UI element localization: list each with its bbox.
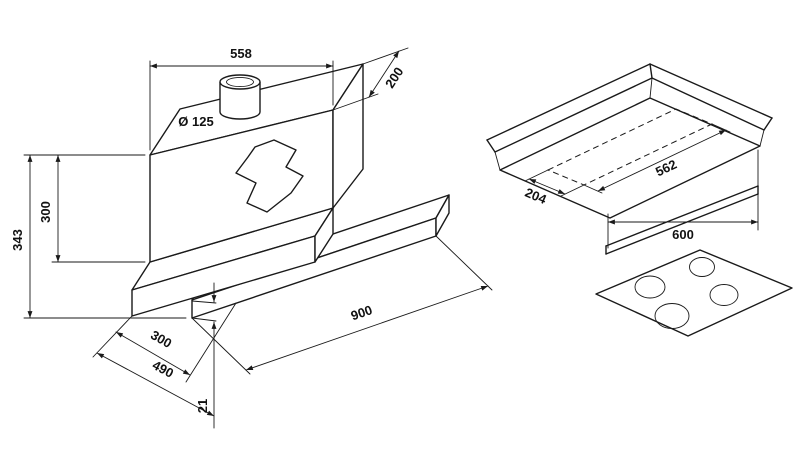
dim-line-900 (245, 285, 489, 371)
wall-to-floor-right (759, 129, 765, 147)
body-right-face (332, 63, 364, 209)
cutout-dashed-rect (546, 108, 714, 186)
wall-end-cap-left (486, 139, 496, 153)
dim-line-200 (368, 50, 400, 98)
ext-line (191, 317, 251, 375)
cooktop (595, 249, 793, 337)
ext-line (92, 315, 133, 358)
wall-to-floor-left (494, 151, 501, 171)
dim-label-cabinet-width: 600 (672, 227, 694, 242)
dim-label-cutout-width: 562 (653, 156, 679, 179)
ext-line (362, 47, 409, 65)
wall-end-cap-right (763, 117, 773, 131)
ext-line (191, 317, 217, 322)
shelf-top-line (605, 185, 759, 247)
housing-right-end-face (314, 207, 334, 263)
visor-right-end-face (435, 194, 450, 237)
cabinet-floor (499, 97, 761, 219)
hood-isometric-view: 558 200 Ø 125 300 343 300 490 (10, 46, 493, 429)
cooktop-outline (595, 249, 793, 337)
ext-line (560, 184, 585, 197)
burner-front-left (654, 303, 690, 329)
dim-label-cutout-depth: 204 (523, 185, 550, 208)
cabinet-front-edge (605, 185, 759, 255)
dim-label-housing-depth: 300 (148, 327, 174, 351)
dim-label-body-height: 300 (38, 201, 53, 223)
shelf-bottom-line (605, 193, 759, 255)
ext-line (711, 123, 731, 133)
burner-back-left (634, 275, 666, 299)
duct-inner-rim (226, 76, 254, 88)
cabinet-isometric-view: 562 204 600 (486, 63, 793, 337)
hood-dimensions: 558 200 Ø 125 300 343 300 490 (10, 46, 493, 429)
wall-to-floor-back (649, 77, 653, 99)
ext-line (191, 300, 217, 304)
cabinet-walls (486, 63, 773, 171)
dim-label-visor-thickness: 21 (195, 399, 210, 413)
exhaust-duct (219, 74, 261, 120)
filter-cutout (235, 139, 304, 213)
burner-back-right (689, 257, 715, 277)
dim-label-558: 558 (230, 46, 252, 61)
burner-front-right (709, 284, 739, 306)
duct-cylinder (219, 82, 261, 120)
wall-outer-rim (486, 63, 773, 141)
dim-line-562 (597, 129, 727, 192)
dim-label-total-height: 343 (10, 229, 25, 251)
visor-housing (131, 207, 334, 317)
wall-inner-rim (494, 77, 765, 153)
ext-line (435, 235, 493, 291)
dim-line-204 (528, 178, 566, 195)
ext-line (583, 184, 603, 194)
dim-label-duct-diameter: Ø 125 (178, 114, 213, 129)
dim-line-490 (96, 352, 215, 417)
ext-line (524, 169, 549, 182)
dim-label-200: 200 (382, 64, 406, 90)
dim-label-extended-depth: 490 (150, 357, 176, 380)
dim-label-visor-width: 900 (349, 302, 374, 323)
wall-corner (649, 63, 653, 79)
